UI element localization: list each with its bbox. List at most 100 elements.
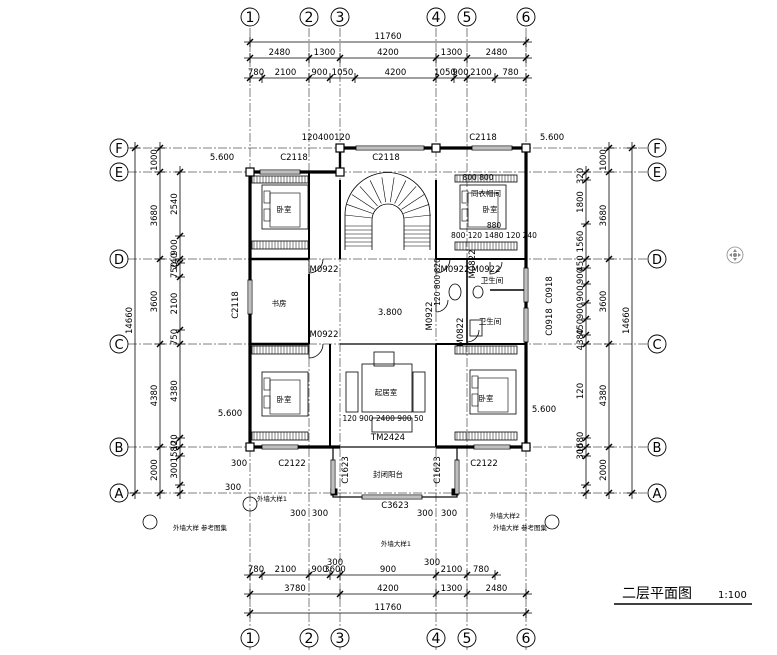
dim-right-inner-label: 1560: [576, 231, 586, 253]
dim-bottom-row1-label: 2100: [441, 565, 463, 575]
axis-bubble: [109, 249, 129, 269]
note-label: 外墙大样 参考图集: [493, 523, 548, 532]
door-swing: [435, 299, 449, 313]
sofa: [412, 371, 426, 413]
stair-tread: [359, 186, 378, 207]
dim-300: 300: [225, 483, 241, 493]
dim-right-inner-tick: [582, 452, 590, 460]
window-label: C2118: [372, 153, 400, 163]
axis-bubble: [240, 7, 260, 27]
dim-top-row1-label: 1300: [441, 48, 463, 58]
axis-bubble: [647, 483, 667, 503]
bed: [469, 369, 517, 415]
axis-bubble: [240, 628, 260, 648]
axis-label-row: B: [653, 441, 662, 456]
axis-label-col: 5: [463, 10, 472, 26]
axis-bubble: [516, 7, 536, 27]
axis-bubble: [457, 628, 477, 648]
detail-callout: [142, 514, 158, 530]
dim-bottom-row1-tick: [258, 571, 266, 579]
dim-left-inner-label: 240: [170, 253, 180, 269]
stair-tread: [401, 194, 425, 210]
wardrobe: [251, 240, 309, 250]
dim-top-row2-tick: [351, 74, 359, 82]
axis-bubble: [109, 334, 129, 354]
dim-right-inner-label: 900: [576, 268, 586, 284]
axis-label-col: 1: [246, 10, 255, 26]
axis-label-col: 2: [305, 631, 314, 647]
axis-label-row: A: [115, 487, 124, 502]
dim-left-mid-label: 4380: [150, 385, 160, 407]
door-label: TM2424: [370, 433, 405, 443]
room-label: 卧室: [277, 394, 292, 404]
corner-column: [521, 143, 531, 153]
axis-bubble: [299, 7, 319, 27]
dim-top-row2-label: 2100: [275, 68, 297, 78]
dim-left-mid-label: 3680: [150, 205, 160, 227]
bed: [261, 184, 309, 230]
corner-column: [431, 143, 441, 153]
axis-bubble: [426, 628, 446, 648]
door-tm: [371, 417, 413, 433]
stair-outer: [344, 172, 431, 250]
dim-left-inner-label: 4380: [170, 380, 180, 402]
pillow: [263, 190, 271, 204]
room-label: 卧室: [277, 204, 292, 214]
stair-inner: [371, 203, 405, 250]
stair-dim: 800 800: [462, 173, 493, 182]
dim-left-inner-tick: [176, 273, 184, 281]
dim-right-inner-tick: [582, 481, 590, 489]
room-label: 封闭阳台: [373, 469, 403, 479]
window-label: C0918: [545, 276, 555, 304]
title-scale: 1:100: [718, 590, 747, 601]
dim-300: 300: [231, 459, 247, 469]
axis-label-row: D: [114, 253, 124, 268]
window-label: C2122: [278, 459, 306, 469]
dim-right-inner-label: 1800: [576, 191, 586, 213]
axis-bubble: [109, 162, 129, 182]
axis-label-row: D: [652, 253, 662, 268]
dim-bottom-row1-label: 3600: [324, 565, 346, 575]
dim-top-row1-label: 1300: [314, 48, 336, 58]
room-label: 卫生间: [481, 275, 504, 285]
dim-right-inner-label: 450: [576, 319, 586, 335]
dim-top-row2-label: 1050: [332, 68, 354, 78]
dim-bottom-row1-label: 780: [473, 565, 489, 575]
dim-left-inner-label: 1580: [170, 441, 180, 463]
elevation-label: 3.800: [378, 308, 402, 318]
dim-left-inner-tick: [176, 452, 184, 460]
dim-bottom-row2-label: 1300: [441, 584, 463, 594]
sofa: [345, 371, 359, 413]
axis-bubble: [647, 138, 667, 158]
axis-label-row: E: [653, 166, 661, 181]
axis-label-col: 6: [522, 10, 531, 26]
dim-top-row2-label: 4200: [385, 68, 407, 78]
elevation-label: 5.600: [540, 133, 564, 143]
door-label: M0922: [472, 265, 501, 275]
door-swing: [489, 261, 503, 275]
dim-right-inner-tick: [582, 264, 590, 272]
dim-bottom-row1-tick: [326, 571, 334, 579]
dim-300: 300: [424, 558, 440, 568]
door-label: M0922: [310, 330, 339, 340]
dim-left-inner-tick: [176, 259, 184, 267]
sink: [472, 285, 484, 299]
pillow: [471, 393, 479, 407]
nav-compass-icon[interactable]: [726, 246, 744, 264]
dim-top-total-tick: [246, 38, 254, 46]
stair-tread: [369, 180, 382, 204]
dim-left-inner-label: 750: [170, 329, 180, 345]
pillow: [263, 377, 271, 391]
dim-right-inner-tick: [582, 280, 590, 288]
stair-dim: 800 120 1480 120 240: [451, 231, 537, 240]
stair-tread: [403, 204, 430, 214]
dim-300: 300: [327, 558, 343, 568]
elevation-label: 5.600: [210, 153, 234, 163]
axis-label-col: 3: [336, 631, 345, 647]
dim-bottom-row1-label: 900: [380, 565, 396, 575]
window-label: C1623: [433, 456, 443, 484]
stair-tread: [381, 177, 387, 203]
dim-left-inner-tick: [176, 232, 184, 240]
downpipe-label: 外墙大样2: [490, 511, 520, 520]
